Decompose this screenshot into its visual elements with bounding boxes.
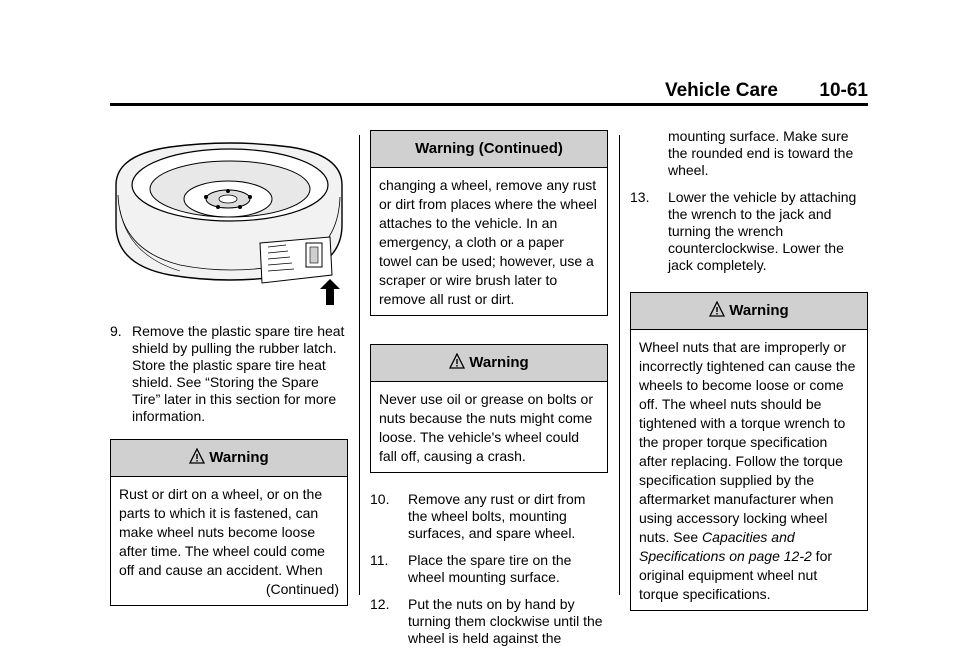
step-9: 9. Remove the plastic spare tire heat sh… bbox=[110, 323, 348, 425]
warning-text-3-start: Wheel nuts that are improperly or incorr… bbox=[639, 339, 856, 545]
warning-box-1: Warning Rust or dirt on a wheel, or on t… bbox=[110, 439, 348, 606]
step-11-number: 11. bbox=[370, 552, 389, 568]
warning-body-continued: changing a wheel, remove any rust or dir… bbox=[379, 177, 597, 307]
warning-body-1: Rust or dirt on a wheel, or on the parts… bbox=[111, 477, 347, 605]
warning-header-1: Warning bbox=[111, 440, 347, 477]
column-divider-1 bbox=[359, 135, 360, 595]
warning-triangle-icon bbox=[709, 301, 726, 317]
step-12-number: 12. bbox=[370, 596, 390, 612]
page-header: Vehicle Care 10-61 bbox=[110, 80, 868, 108]
step-9-text: Remove the plastic spare tire heat shiel… bbox=[132, 323, 345, 424]
step-13-text: Lower the vehicle by attaching the wrenc… bbox=[668, 189, 857, 273]
page-number: 10-61 bbox=[819, 80, 868, 101]
warning-header-3: Warning bbox=[631, 293, 867, 330]
warning-title-3: Warning bbox=[729, 302, 789, 319]
step-12-text: Put the nuts on by hand by turning them … bbox=[408, 596, 603, 646]
warning-body-2: Never use oil or grease on bolts or nuts… bbox=[379, 391, 593, 464]
step-12: 12. Put the nuts on by hand by turning t… bbox=[370, 596, 608, 647]
step-11-text: Place the spare tire on the wheel mounti… bbox=[408, 552, 572, 585]
step-12-continued-text: mounting surface. Make sure the rounded … bbox=[668, 128, 854, 178]
continued-label: (Continued) bbox=[265, 581, 339, 597]
step-10: 10. Remove any rust or dirt from the whe… bbox=[370, 491, 608, 542]
step-9-number: 9. bbox=[110, 323, 122, 339]
step-11: 11. Place the spare tire on the wheel mo… bbox=[370, 552, 608, 586]
warning-title-2: Warning bbox=[469, 354, 529, 371]
step-10-number: 10. bbox=[370, 491, 390, 507]
step-13-number: 13. bbox=[630, 189, 650, 205]
warning-text-3-end: for original equipment wheel nut torque … bbox=[639, 548, 833, 602]
warning-box-continued: Warning (Continued) changing a wheel, re… bbox=[370, 130, 608, 316]
cross-reference-link[interactable]: Capacities and Specifications on page 12… bbox=[639, 529, 812, 564]
column-divider-2 bbox=[619, 135, 620, 595]
warning-box-3: Warning Wheel nuts that are improperly o… bbox=[630, 292, 868, 611]
warning-header-continued: Warning (Continued) bbox=[371, 131, 607, 168]
warning-triangle-icon bbox=[189, 448, 206, 464]
column-2: Warning (Continued) changing a wheel, re… bbox=[370, 130, 608, 647]
column-1: 9. Remove the plastic spare tire heat sh… bbox=[110, 125, 348, 606]
warning-triangle-icon bbox=[449, 353, 466, 369]
warning-text-1: Rust or dirt on a wheel, or on the parts… bbox=[119, 486, 325, 578]
warning-body-3: Wheel nuts that are improperly or incorr… bbox=[631, 330, 867, 610]
warning-title-1: Warning bbox=[209, 449, 269, 466]
header-rule bbox=[110, 103, 868, 106]
spare-tire-illustration-icon bbox=[115, 142, 343, 305]
section-title: Vehicle Care bbox=[664, 80, 778, 101]
warning-box-2: Warning Never use oil or grease on bolts… bbox=[370, 344, 608, 473]
step-12-continued: mounting surface. Make sure the rounded … bbox=[630, 128, 868, 179]
column-3: mounting surface. Make sure the rounded … bbox=[630, 125, 868, 611]
warning-header-2: Warning bbox=[371, 345, 607, 382]
step-13: 13. Lower the vehicle by attaching the w… bbox=[630, 189, 868, 274]
step-10-text: Remove any rust or dirt from the wheel b… bbox=[408, 491, 586, 541]
